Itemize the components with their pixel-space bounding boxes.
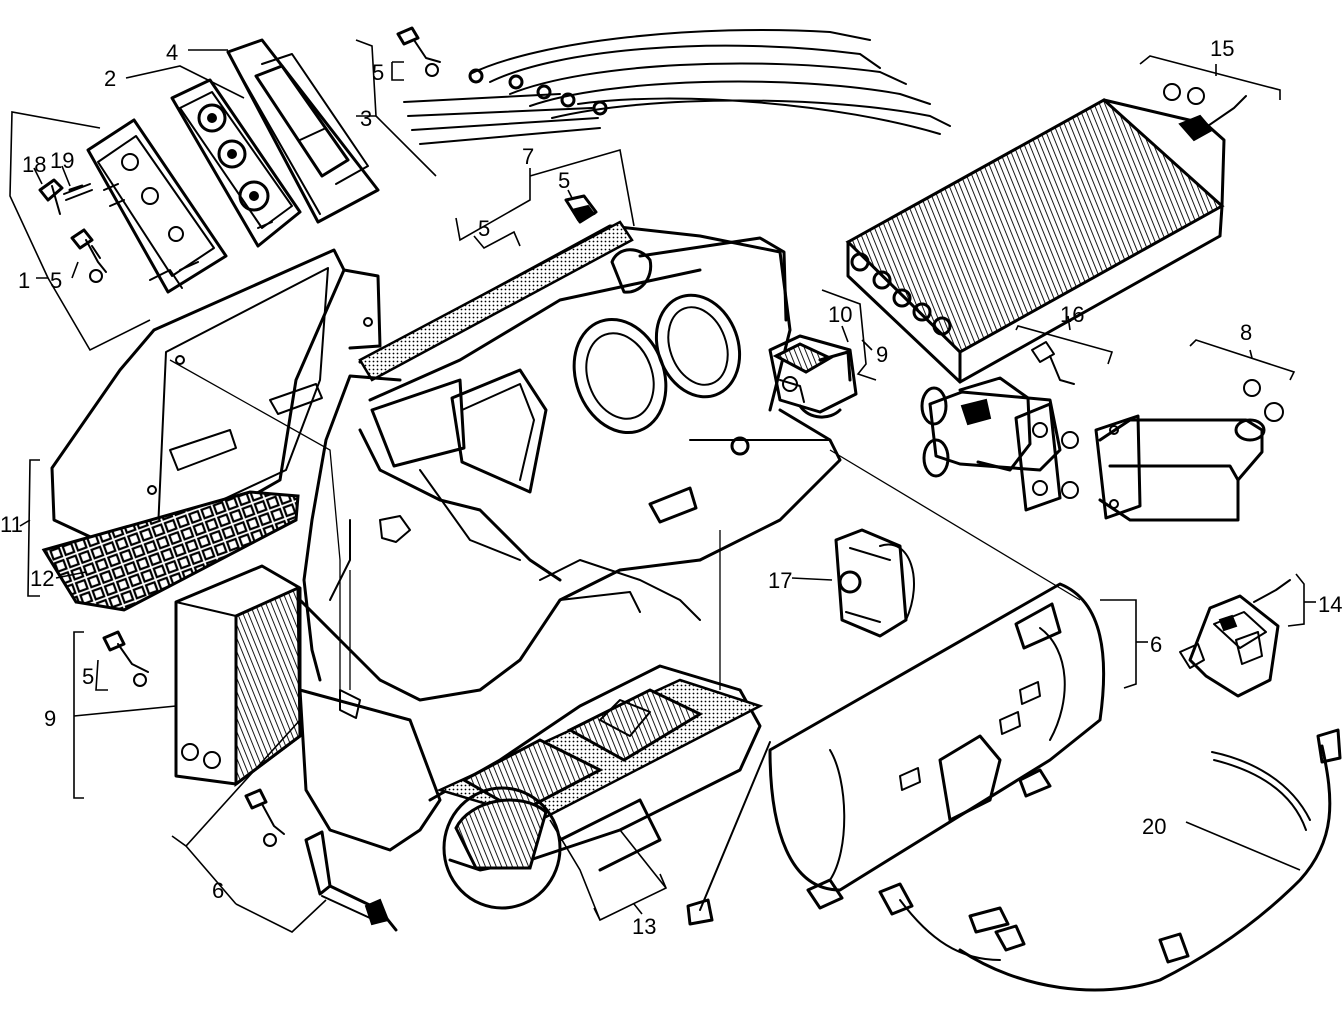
control-panel [170, 78, 302, 248]
callout-4: 4 [166, 40, 178, 65]
callout-3: 3 [360, 106, 372, 131]
heater-housing [298, 220, 842, 702]
clip-5-left-top [70, 228, 107, 283]
callout-7: 7 [522, 144, 534, 169]
callout-14: 16 [1060, 302, 1084, 327]
callout-15: 13 [632, 914, 656, 939]
callout-9-left: 9 [44, 706, 56, 731]
blower-housing [298, 664, 764, 910]
callout-6-bottom: 6 [212, 878, 224, 903]
housing-shell [686, 582, 1106, 926]
callout-19: 19 [50, 148, 74, 173]
callout-16: 14 [1318, 592, 1342, 617]
heater-core [845, 83, 1247, 384]
mounting-bracket [304, 830, 398, 932]
callout-2: 2 [104, 66, 116, 91]
spring-clip-19 [63, 183, 93, 201]
blower-motor [834, 528, 915, 638]
clip-5-center [564, 194, 598, 224]
callout-10: 10 [828, 302, 852, 327]
trim-bezel [226, 38, 380, 224]
filter-grille [41, 490, 300, 612]
callout-18: 18 [22, 152, 46, 177]
callout-8: 8 [1240, 320, 1252, 345]
leader-lines [9, 39, 1316, 933]
callout-5-top: 5 [372, 60, 384, 85]
heater-pipes [1061, 379, 1284, 522]
evaporator-core [174, 564, 302, 787]
water-valve [920, 341, 1075, 512]
control-bracket [86, 118, 228, 294]
clip-5-top [396, 26, 441, 77]
clip-6-bottom [244, 788, 285, 847]
screw-18 [38, 178, 64, 215]
callout-1: 1 [18, 268, 30, 293]
callout-13: 15 [1210, 36, 1234, 61]
callout-6-right: 6 [1150, 632, 1162, 657]
callout-labels: 4 2 1 5 18 19 5 3 7 5 5 15 10 9 16 8 11 … [0, 36, 1342, 939]
servo-motor [768, 334, 858, 419]
callout-20: 20 [1142, 814, 1166, 839]
callout-11: 11 [0, 512, 23, 537]
control-cables [403, 28, 951, 145]
callout-9-right: 9 [876, 342, 888, 367]
callout-17: 17 [768, 568, 792, 593]
callout-12: 12 [30, 566, 54, 591]
callout-5-left-top: 5 [50, 268, 62, 293]
wiring-harness [878, 728, 1342, 992]
callout-5-under-7: 5 [478, 216, 490, 241]
callout-5-center: 5 [558, 168, 570, 193]
clip-5-left-lower [102, 630, 149, 687]
callout-5-left-lower: 5 [82, 664, 94, 689]
switch-connector [1179, 579, 1291, 698]
